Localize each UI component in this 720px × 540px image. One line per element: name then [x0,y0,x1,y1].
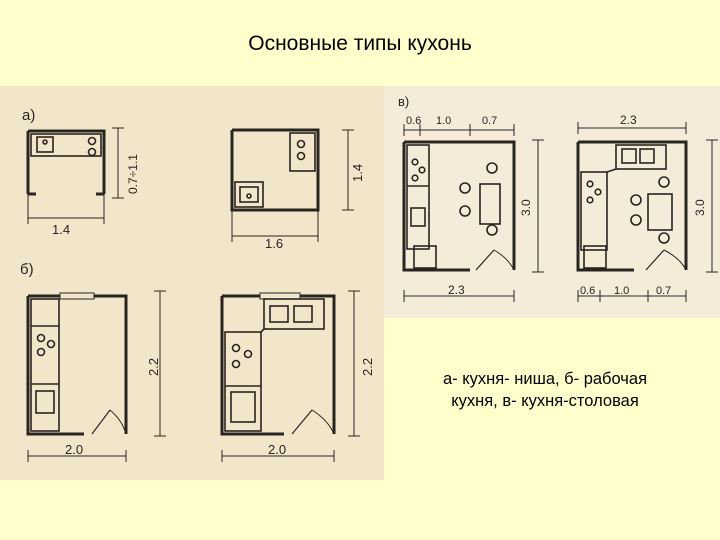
caption-line-1: а- кухня- ниша, б- рабочая [442,370,648,388]
dim-a1-height: 0.7÷1.1 [126,154,140,194]
dim-b2-height: 2.2 [360,358,375,376]
dim-v2-height: 3.0 [693,199,707,216]
plan-a1 [26,127,124,224]
paper-left [0,86,384,480]
dim-v1-bottom: 2.3 [448,283,465,297]
dim-v2-bottom-1: 0.6 [580,285,595,297]
kitchen-plans-figure: a) 1.4 0.7÷1.1 1.6 1.4 б) [0,86,720,486]
dim-b1-width: 2.0 [65,442,83,457]
dim-a2-width: 1.6 [265,236,283,251]
label-a: a) [22,107,35,124]
plan-v2 [576,122,718,302]
label-v: в) [398,94,409,109]
dim-v1-top-1: 0.6 [406,115,421,127]
plan-a2 [230,128,354,242]
dim-v1-height: 3.0 [519,199,533,216]
dim-b2-width: 2.0 [268,442,286,457]
dim-a1-width: 1.4 [52,222,70,237]
plan-b1 [26,290,166,462]
caption-line-2: кухня, в- кухня-столовая [451,392,639,410]
paper-right [384,86,720,318]
dim-v1-top-3: 0.7 [482,115,497,127]
dim-v2-top: 2.3 [620,113,637,127]
dim-a2-height: 1.4 [350,164,365,182]
dim-v2-bottom-2: 1.0 [614,285,629,297]
dim-v2-bottom-3: 0.7 [656,285,671,297]
dim-v1-top-2: 1.0 [436,115,451,127]
caption: а- кухня- ниша, б- рабочая кухня, в- кух… [380,368,710,412]
dim-b1-height: 2.2 [146,358,161,376]
slide-title: Основные типы кухонь [248,32,472,55]
plan-v1 [402,124,544,302]
plan-b2 [220,290,360,462]
label-b: б) [20,261,34,278]
